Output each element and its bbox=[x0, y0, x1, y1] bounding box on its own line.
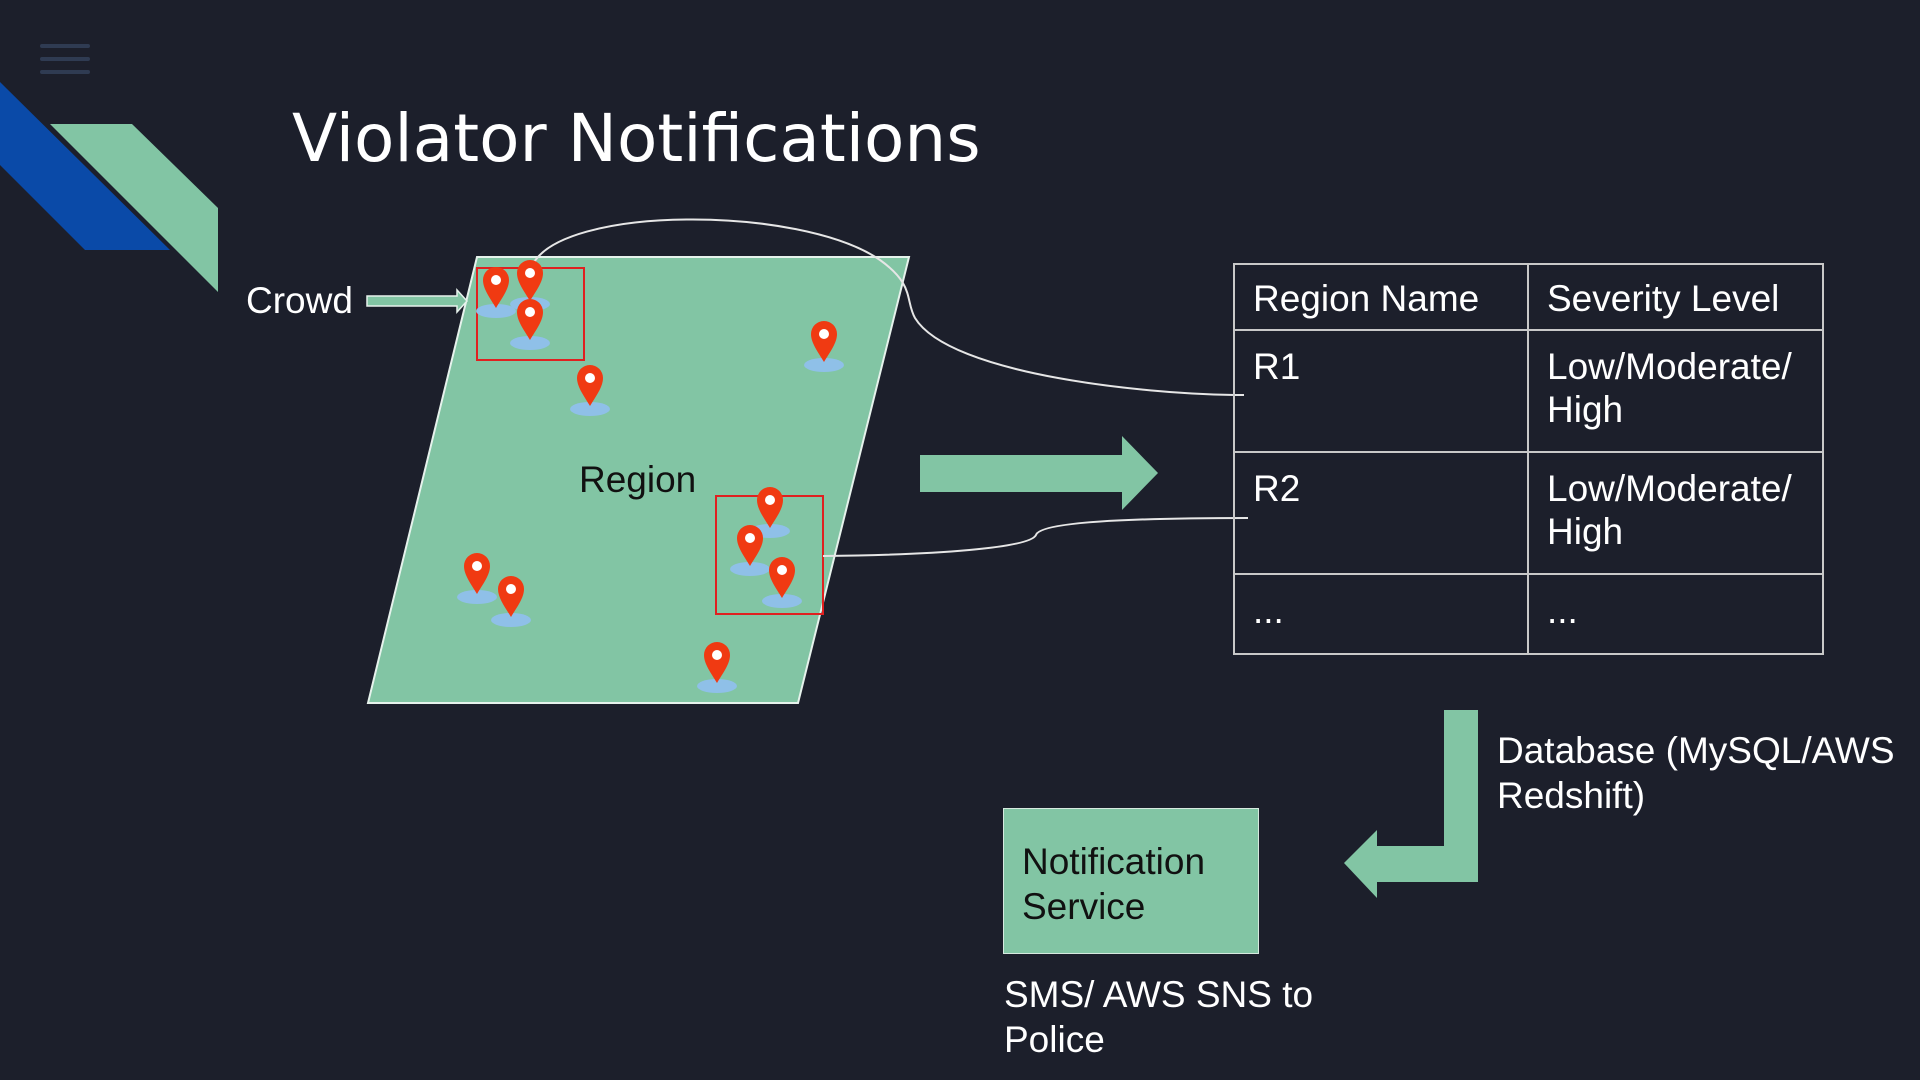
location-pins bbox=[457, 260, 844, 693]
table-cell: Low/Moderate/ High bbox=[1527, 451, 1824, 575]
region-severity-table: Region Name Severity Level R1 Low/Modera… bbox=[1233, 263, 1824, 655]
connector-r1 bbox=[531, 218, 1245, 396]
flow-arrow-right bbox=[920, 436, 1158, 510]
map-pin-icon bbox=[730, 525, 770, 576]
flow-arrow-down-left bbox=[1344, 710, 1478, 898]
map-pin-icon bbox=[804, 321, 844, 372]
crowd-label: Crowd bbox=[246, 280, 353, 321]
notification-service-label: Notification Service bbox=[1022, 841, 1206, 927]
notification-service-box: Notification Service bbox=[1003, 808, 1259, 954]
table-header-row: Region Name Severity Level bbox=[1233, 263, 1824, 331]
map-pin-icon bbox=[476, 267, 516, 318]
table-cell: ... bbox=[1233, 573, 1529, 655]
column-header: Severity Level bbox=[1527, 263, 1824, 331]
map-pin-icon bbox=[697, 642, 737, 693]
slide-title: Violator Notifications bbox=[292, 100, 981, 177]
database-label: Database (MySQL/AWS Redshift) bbox=[1497, 730, 1895, 816]
table-cell: Low/Moderate/ High bbox=[1527, 329, 1824, 453]
crowd-arrow bbox=[366, 288, 469, 314]
map-pin-icon bbox=[510, 299, 550, 350]
table-row: ... ... bbox=[1233, 573, 1824, 655]
table-cell: R1 bbox=[1233, 329, 1529, 453]
table-row: R1 Low/Moderate/ High bbox=[1233, 329, 1824, 453]
table-row: R2 Low/Moderate/ High bbox=[1233, 451, 1824, 575]
map-pin-icon bbox=[570, 365, 610, 416]
map-pin-icon bbox=[491, 576, 531, 627]
sms-label: SMS/ AWS SNS to Police bbox=[1004, 974, 1314, 1060]
menu-icon[interactable] bbox=[40, 44, 90, 80]
corner-blue-stripe bbox=[0, 82, 170, 250]
table-cell: ... bbox=[1527, 573, 1824, 655]
table-cell: R2 bbox=[1233, 451, 1529, 575]
corner-green-stripe bbox=[50, 124, 218, 292]
region-label: Region bbox=[579, 459, 697, 500]
map-pin-icon bbox=[457, 553, 497, 604]
column-header: Region Name bbox=[1233, 263, 1529, 331]
map-pin-icon bbox=[762, 557, 802, 608]
connector-r2 bbox=[822, 517, 1249, 557]
